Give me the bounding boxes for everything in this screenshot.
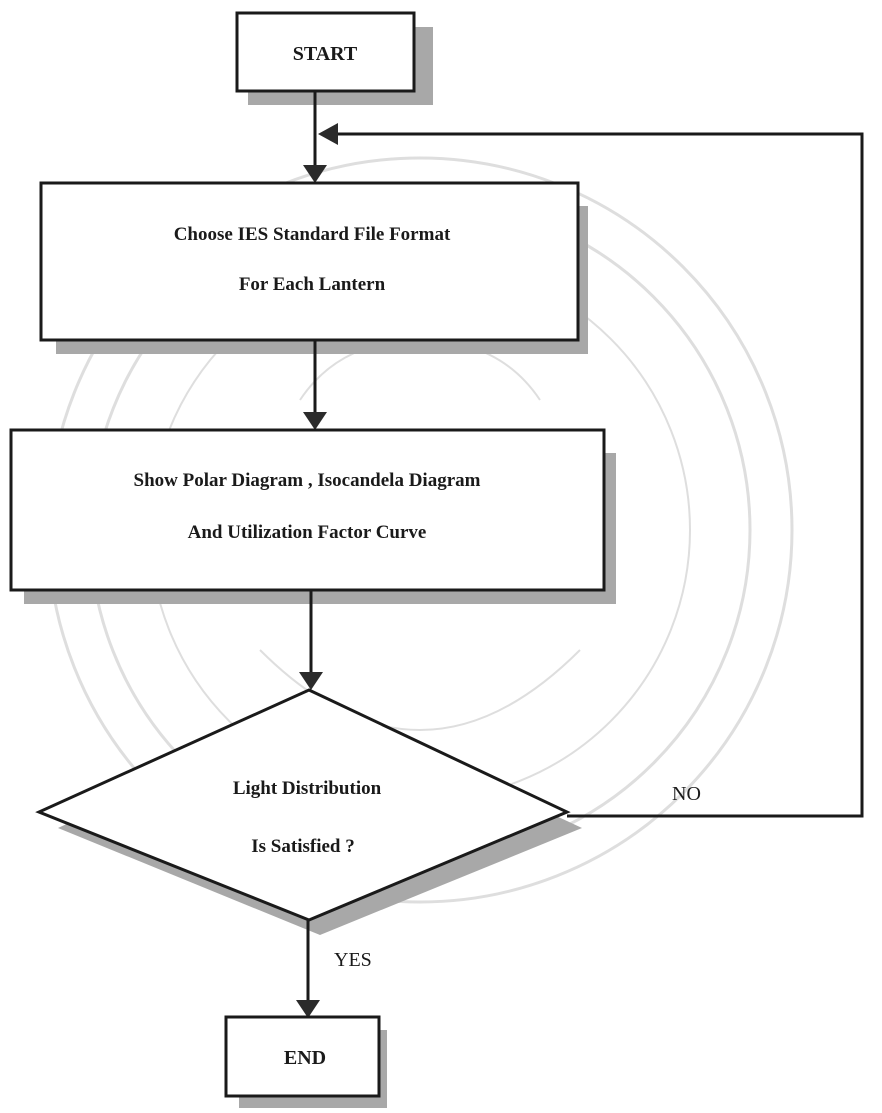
- decision-line-1: Light Distribution: [233, 778, 382, 799]
- show-diagrams-node: Show Polar Diagram , Isocandela Diagram …: [9, 428, 616, 604]
- start-node: START: [235, 11, 433, 105]
- connector-no-loop: [333, 132, 864, 818]
- no-branch-label: NO: [672, 783, 701, 805]
- arrowhead-decision-to-end: [296, 1000, 320, 1018]
- decision-line-2: Is Satisfied ?: [251, 836, 354, 857]
- arrowhead-start-to-choose: [303, 165, 327, 183]
- choose-format-line-2: For Each Lantern: [239, 274, 386, 295]
- arrowhead-show-to-decision: [299, 672, 323, 690]
- choose-format-line-1: Choose IES Standard File Format: [174, 224, 451, 245]
- decision-node: Light Distribution Is Satisfied ?: [35, 688, 582, 935]
- choose-format-node-box: [39, 181, 580, 342]
- choose-format-node: Choose IES Standard File Format For Each…: [39, 181, 588, 354]
- show-diagrams-node-box: [9, 428, 606, 592]
- arrowhead-no-loop: [318, 123, 338, 145]
- decision-node-diamond: [35, 688, 571, 922]
- end-node-label: END: [284, 1047, 326, 1069]
- start-node-label: START: [293, 43, 358, 65]
- start-node-box: [235, 11, 416, 93]
- arrowhead-choose-to-show: [303, 412, 327, 430]
- end-node: END: [224, 1015, 387, 1108]
- end-node-box: [224, 1015, 381, 1098]
- show-diagrams-line-1: Show Polar Diagram , Isocandela Diagram: [134, 470, 481, 491]
- yes-branch-label: YES: [334, 949, 372, 971]
- show-diagrams-line-2: And Utilization Factor Curve: [188, 522, 427, 543]
